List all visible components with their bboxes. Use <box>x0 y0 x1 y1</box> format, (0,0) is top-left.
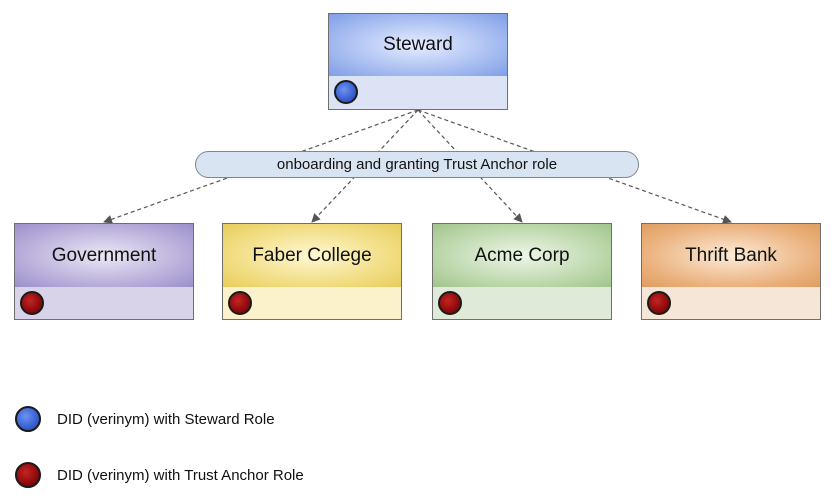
red-circle-icon <box>15 462 41 488</box>
acme-corp-node-title: Acme Corp <box>433 224 611 288</box>
faber-college-node[interactable]: Faber College <box>222 223 402 320</box>
government-node[interactable]: Government <box>14 223 194 320</box>
trust-anchor-circle-icon <box>438 291 462 315</box>
thrift-bank-node-title: Thrift Bank <box>642 224 820 288</box>
trust-anchor-circle-icon <box>647 291 671 315</box>
steward-role-circle-icon <box>334 80 358 104</box>
government-node-title: Government <box>15 224 193 288</box>
trust-anchor-circle-icon <box>20 291 44 315</box>
blue-circle-icon <box>15 406 41 432</box>
thrift-bank-node-footer <box>642 287 820 319</box>
faber-college-node-title: Faber College <box>223 224 401 288</box>
acme-corp-node-footer <box>433 287 611 319</box>
edge-to-acme-corp <box>417 109 523 223</box>
edge-label: onboarding and granting Trust Anchor rol… <box>195 151 639 178</box>
steward-node-footer <box>329 76 507 109</box>
steward-node-title: Steward <box>329 14 507 77</box>
thrift-bank-node[interactable]: Thrift Bank <box>641 223 821 320</box>
government-node-footer <box>15 287 193 319</box>
trust-anchor-circle-icon <box>228 291 252 315</box>
steward-node[interactable]: Steward <box>328 13 508 110</box>
legend-text: DID (verinym) with Trust Anchor Role <box>57 466 304 484</box>
legend-item-trust-anchor: DID (verinym) with Trust Anchor Role <box>15 462 304 488</box>
faber-college-node-footer <box>223 287 401 319</box>
acme-corp-node[interactable]: Acme Corp <box>432 223 612 320</box>
legend-item-steward: DID (verinym) with Steward Role <box>15 406 275 432</box>
legend-text: DID (verinym) with Steward Role <box>57 410 275 428</box>
